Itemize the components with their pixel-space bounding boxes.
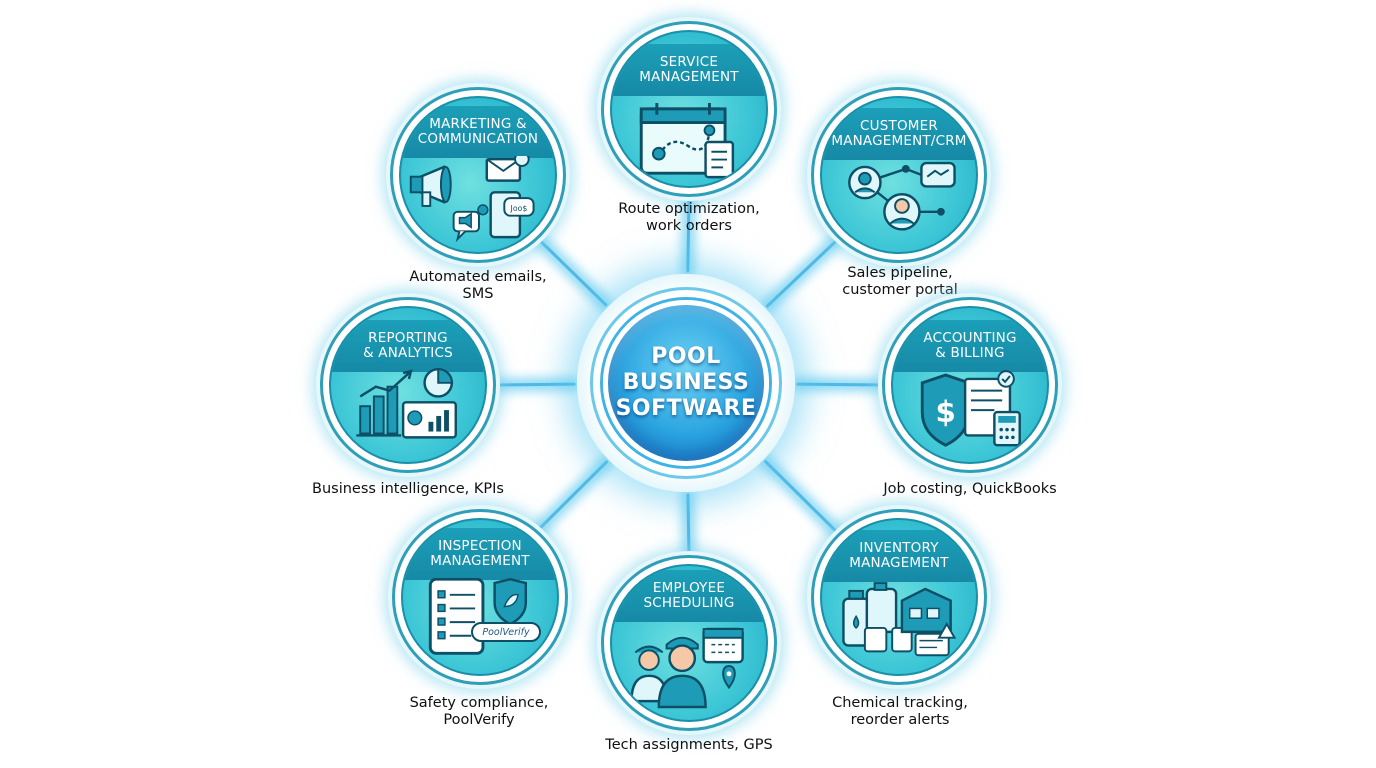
center-title: POOL BUSINESS SOFTWARE bbox=[616, 344, 757, 422]
center-title-line2: BUSINESS bbox=[622, 370, 750, 395]
calendar-route-icon bbox=[639, 103, 735, 179]
caption-scheduling: Tech assignments, GPS bbox=[579, 737, 799, 754]
center-title-line3: SOFTWARE bbox=[615, 396, 757, 421]
caption-crm: Sales pipeline, customer portal bbox=[800, 265, 1000, 299]
svg-text:$: $ bbox=[935, 395, 955, 429]
hub-ring bbox=[590, 287, 782, 479]
checklist-tablet-icon bbox=[428, 578, 528, 655]
service-title-line2: MANAGEMENT bbox=[639, 69, 739, 85]
reporting-title-line1: REPORTING bbox=[368, 330, 448, 346]
center-hub: POOL BUSINESS SOFTWARE bbox=[603, 300, 769, 466]
connector-accounting-glow bbox=[790, 377, 889, 392]
caption-service-line2: work orders bbox=[646, 218, 732, 234]
inspection-title-line2: MANAGEMENT bbox=[430, 553, 530, 569]
crm-title-line1: CUSTOMER bbox=[860, 118, 938, 134]
marketing-title-line1: MARKETING & bbox=[429, 116, 527, 132]
caption-inspection-line2: PoolVerify bbox=[443, 712, 515, 728]
crm-title-line2: MANAGEMENT/CRM bbox=[831, 133, 967, 149]
bar-chart-icon bbox=[356, 367, 457, 439]
caption-reporting: Business intelligence, KPIs bbox=[298, 481, 518, 498]
caption-crm-line1: Sales pipeline, bbox=[847, 265, 953, 281]
inventory-title-line2: MANAGEMENT bbox=[849, 555, 949, 571]
caption-accounting-line1: Job costing, QuickBooks bbox=[883, 481, 1057, 497]
megaphone-icon: Joo$ bbox=[409, 156, 535, 243]
caption-accounting: Job costing, QuickBooks bbox=[860, 481, 1080, 498]
caption-inventory-line2: reorder alerts bbox=[850, 712, 950, 728]
poolverify-badge-text: PoolVerify bbox=[482, 626, 530, 638]
service-title-line1: SERVICE bbox=[659, 54, 719, 70]
caption-crm-line2: customer portal bbox=[842, 282, 958, 298]
caption-inventory: Chemical tracking, reorder alerts bbox=[800, 695, 1000, 729]
scheduling-title-line1: EMPLOYEE bbox=[652, 580, 726, 596]
dollar-shield-icon: $ bbox=[920, 370, 1021, 447]
center-title-line1: POOL bbox=[651, 344, 721, 369]
poolverify-badge: PoolVerify bbox=[471, 622, 541, 642]
caption-service-line1: Route optimization, bbox=[618, 201, 760, 217]
caption-marketing-line2: SMS bbox=[462, 286, 494, 302]
chat-bubble-text: Joo$ bbox=[510, 204, 528, 213]
connector-reporting-glow bbox=[489, 377, 582, 392]
caption-reporting-line1: Business intelligence, KPIs bbox=[312, 481, 504, 497]
people-network-icon bbox=[848, 161, 956, 231]
connector-reporting bbox=[494, 382, 576, 387]
accounting-title-line2: & BILLING bbox=[935, 345, 1005, 361]
caption-scheduling-line1: Tech assignments, GPS bbox=[605, 737, 773, 753]
connector-scheduling bbox=[686, 493, 691, 557]
caption-marketing-line1: Automated emails, bbox=[409, 269, 547, 285]
connector-scheduling-glow bbox=[680, 487, 696, 562]
caption-inspection: Safety compliance, PoolVerify bbox=[379, 695, 579, 729]
accounting-title-line1: ACCOUNTING bbox=[923, 330, 1017, 346]
marketing-title-line2: COMMUNICATION bbox=[417, 131, 539, 147]
inventory-title-line1: INVENTORY bbox=[859, 540, 939, 556]
connector-accounting bbox=[796, 382, 884, 387]
chemical-bottles-icon bbox=[842, 582, 957, 657]
caption-inventory-line1: Chemical tracking, bbox=[832, 695, 968, 711]
inspection-title-line1: INSPECTION bbox=[438, 538, 522, 554]
caption-marketing: Automated emails, SMS bbox=[378, 269, 578, 303]
scheduling-title-line2: SCHEDULING bbox=[643, 595, 735, 611]
caption-inspection-line1: Safety compliance, bbox=[409, 695, 549, 711]
caption-service: Route optimization, work orders bbox=[589, 201, 789, 235]
reporting-title-line2: & ANALYTICS bbox=[363, 345, 453, 361]
technicians-icon bbox=[630, 627, 744, 709]
